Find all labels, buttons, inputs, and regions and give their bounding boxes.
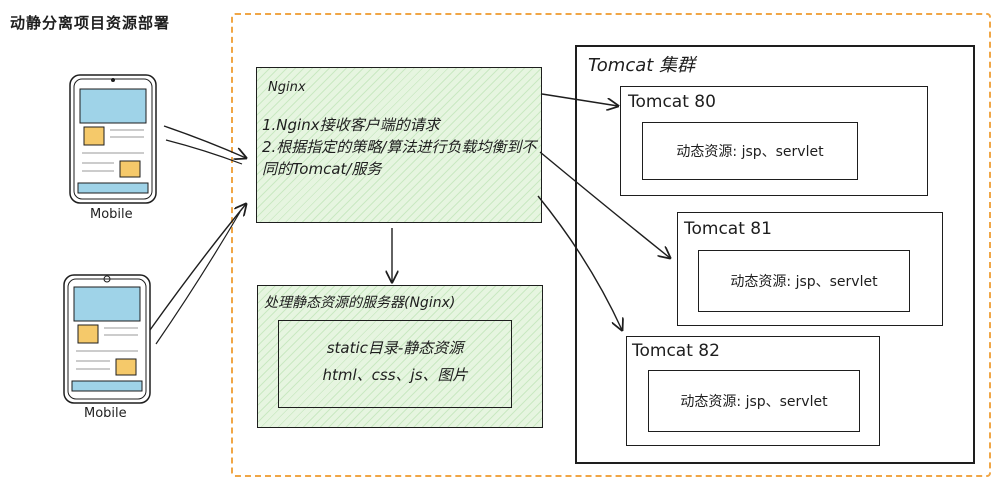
deployment-region xyxy=(231,13,991,477)
nginx-line-1: 1.Nginx接收客户端的请求 xyxy=(262,116,440,134)
static-server-box xyxy=(257,285,543,428)
arrow-mobile1-to-nginx-2 xyxy=(165,139,243,165)
nginx-description: 1.Nginx接收客户端的请求 2.根据指定的策略/算法进行负载均衡到不同的To… xyxy=(262,114,538,180)
tomcat-node-name: Tomcat 82 xyxy=(632,341,720,361)
tomcat-node-box xyxy=(626,336,880,446)
tomcat-node-content: 动态资源: jsp、servlet xyxy=(642,122,858,180)
mobile-phone-icon xyxy=(69,74,157,204)
arrow-mobile2-to-nginx-2 xyxy=(155,211,241,345)
arrow-mobile1-to-nginx xyxy=(163,125,246,158)
nginx-title: Nginx xyxy=(268,80,306,95)
static-line-1: static目录-静态资源 xyxy=(326,339,464,357)
static-line-2: html、css、js、图片 xyxy=(322,366,468,384)
mobile-phone-icon xyxy=(63,274,151,404)
tomcat-node-name: Tomcat 80 xyxy=(628,92,716,112)
tomcat-node-content: 动态资源: jsp、servlet xyxy=(648,370,860,432)
tomcat-node-box xyxy=(620,86,928,196)
tomcat-node-name: Tomcat 81 xyxy=(684,219,772,239)
nginx-box xyxy=(256,67,542,223)
mobile-label: Mobile xyxy=(84,406,127,421)
mobile-label: Mobile xyxy=(90,207,133,222)
static-server-title: 处理静态资源的服务器(Nginx) xyxy=(264,295,456,311)
nginx-line-2: 2.根据指定的策略/算法进行负载均衡到不同的Tomcat/服务 xyxy=(262,138,537,178)
tomcat-cluster-box xyxy=(575,45,975,464)
tomcat-node-content: 动态资源: jsp、servlet xyxy=(698,250,910,312)
static-server-inner-box: static目录-静态资源 html、css、js、图片 xyxy=(278,320,512,408)
arrow-nginx-to-tomcat81 xyxy=(539,151,670,258)
arrow-nginx-to-tomcat82 xyxy=(537,195,622,330)
tomcat-node-box xyxy=(677,212,943,326)
tomcat-cluster-title: Tomcat 集群 xyxy=(588,55,696,76)
diagram-title: 动静分离项目资源部署 xyxy=(10,14,171,32)
arrow-mobile2-to-nginx xyxy=(149,204,246,331)
arrow-nginx-to-tomcat80 xyxy=(541,93,618,106)
